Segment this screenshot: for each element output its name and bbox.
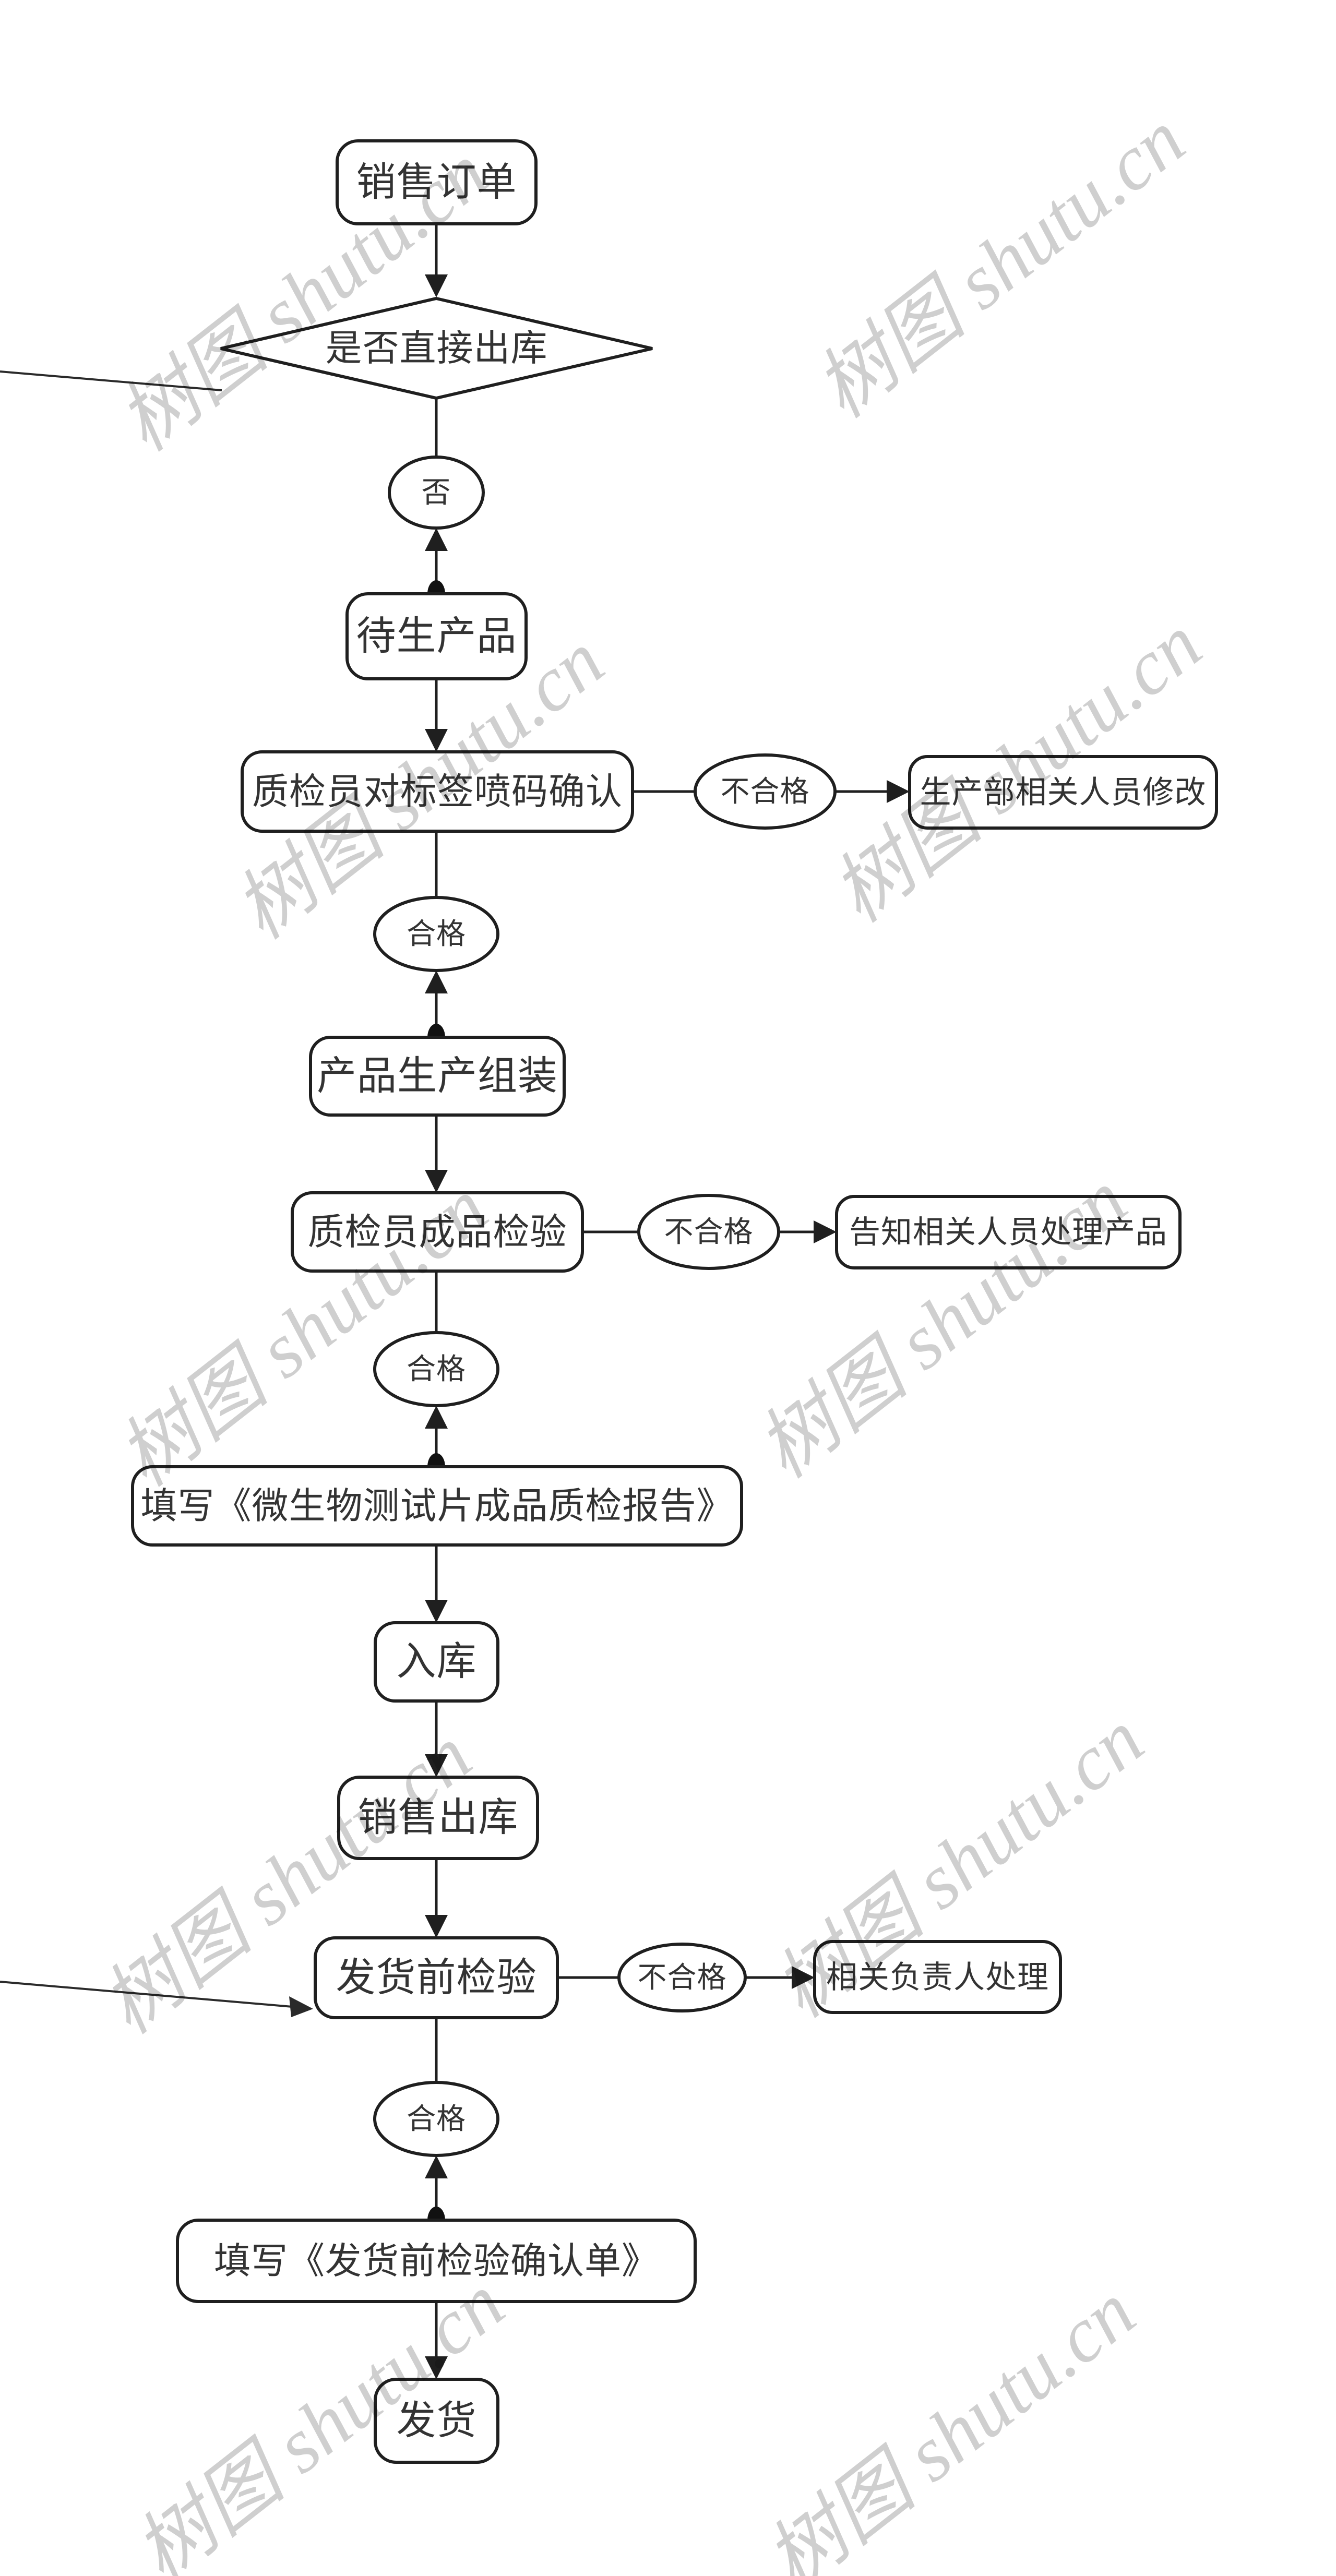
node-qualified-3[interactable] — [373, 2081, 499, 2157]
fill-confirm-form-label: 填写《发货前检验确认单》 — [214, 2240, 659, 2281]
no-label: 否 — [421, 475, 451, 509]
arrowhead-up-qualified2 — [425, 1406, 448, 1429]
preship-inspection-label: 发货前检验 — [336, 1955, 537, 2000]
responsible-handle-label: 相关负责人处理 — [826, 1959, 1049, 1995]
arrowhead-down-salesoutbound — [425, 1754, 448, 1777]
arrowhead-right-notify — [814, 1220, 837, 1243]
arrowhead-down-decision — [425, 274, 448, 297]
node-to-be-produced[interactable] — [345, 592, 528, 680]
stock-in-label: 入库 — [396, 1639, 477, 1684]
node-no[interactable] — [388, 456, 485, 530]
edge-offcanvas-preship — [0, 1981, 293, 2008]
arrowhead-right-responsible — [792, 1966, 815, 1989]
node-sales-order[interactable] — [336, 139, 538, 225]
arrowhead-up-qualified3 — [425, 2155, 448, 2178]
arrowhead-right-productionfix — [887, 780, 910, 803]
node-unqualified-1[interactable] — [694, 753, 837, 830]
to-be-produced-label: 待生产品 — [356, 614, 517, 658]
node-fill-confirm-form[interactable] — [176, 2219, 697, 2303]
node-fill-qc-report[interactable] — [131, 1465, 743, 1547]
label-code-check-label: 质检员对标签喷码确认 — [252, 771, 623, 812]
finished-inspection-label: 质检员成品检验 — [307, 1211, 567, 1252]
connector-lines — [435, 224, 889, 2358]
arrowheads — [425, 274, 910, 2379]
node-sales-outbound[interactable] — [337, 1776, 539, 1860]
qualified-3-label: 合格 — [407, 2102, 466, 2135]
sales-order-label: 销售订单 — [356, 160, 517, 205]
node-production-fix[interactable] — [908, 755, 1218, 830]
node-decision-direct-outbound[interactable] — [220, 296, 653, 400]
node-preship-inspection[interactable] — [314, 1936, 559, 2019]
qualified-1-label: 合格 — [407, 917, 466, 950]
arrowhead-down-ship — [425, 2356, 448, 2379]
decision-label: 是否直接出库 — [325, 328, 548, 369]
node-responsible-handle[interactable] — [813, 1940, 1062, 2014]
fill-qc-report-label: 填写《微生物测试片成品质检报告》 — [140, 1485, 734, 1526]
node-unqualified-3[interactable] — [617, 1943, 747, 2012]
edge-decision-offcanvas-left — [0, 370, 222, 391]
unqualified-3-label: 不合格 — [637, 1960, 727, 1994]
node-qualified-1[interactable] — [373, 896, 499, 972]
node-finished-inspection[interactable] — [291, 1191, 584, 1273]
arrowhead-down-preship — [425, 1915, 448, 1938]
arrowhead-down-inspection — [425, 1170, 448, 1193]
arrowhead-offcanvas-preship — [289, 1996, 313, 2017]
node-product-assembly[interactable] — [309, 1036, 566, 1117]
notify-handle-label: 告知相关人员处理产品 — [849, 1215, 1167, 1250]
node-notify-handle[interactable] — [835, 1195, 1182, 1269]
offcanvas-lines — [0, 370, 293, 2008]
node-stock-in[interactable] — [374, 1621, 499, 1703]
arrowhead-down-labelcheck — [425, 729, 448, 752]
sales-outbound-label: 销售出库 — [357, 1795, 519, 1840]
arrowhead-up-qualified1 — [425, 971, 448, 993]
ship-label: 发货 — [396, 2398, 477, 2443]
node-ship[interactable] — [374, 2378, 499, 2464]
unqualified-1-label: 不合格 — [720, 774, 810, 808]
node-unqualified-2[interactable] — [637, 1194, 780, 1270]
arrowhead-up-no — [425, 528, 448, 551]
node-qualified-2[interactable] — [373, 1331, 499, 1407]
unqualified-2-label: 不合格 — [664, 1215, 754, 1248]
qualified-2-label: 合格 — [407, 1352, 466, 1385]
arrowhead-down-stockin — [425, 1600, 448, 1623]
product-assembly-label: 产品生产组装 — [317, 1053, 558, 1098]
node-label-code-check[interactable] — [241, 750, 634, 833]
production-fix-label: 生产部相关人员修改 — [920, 775, 1207, 810]
